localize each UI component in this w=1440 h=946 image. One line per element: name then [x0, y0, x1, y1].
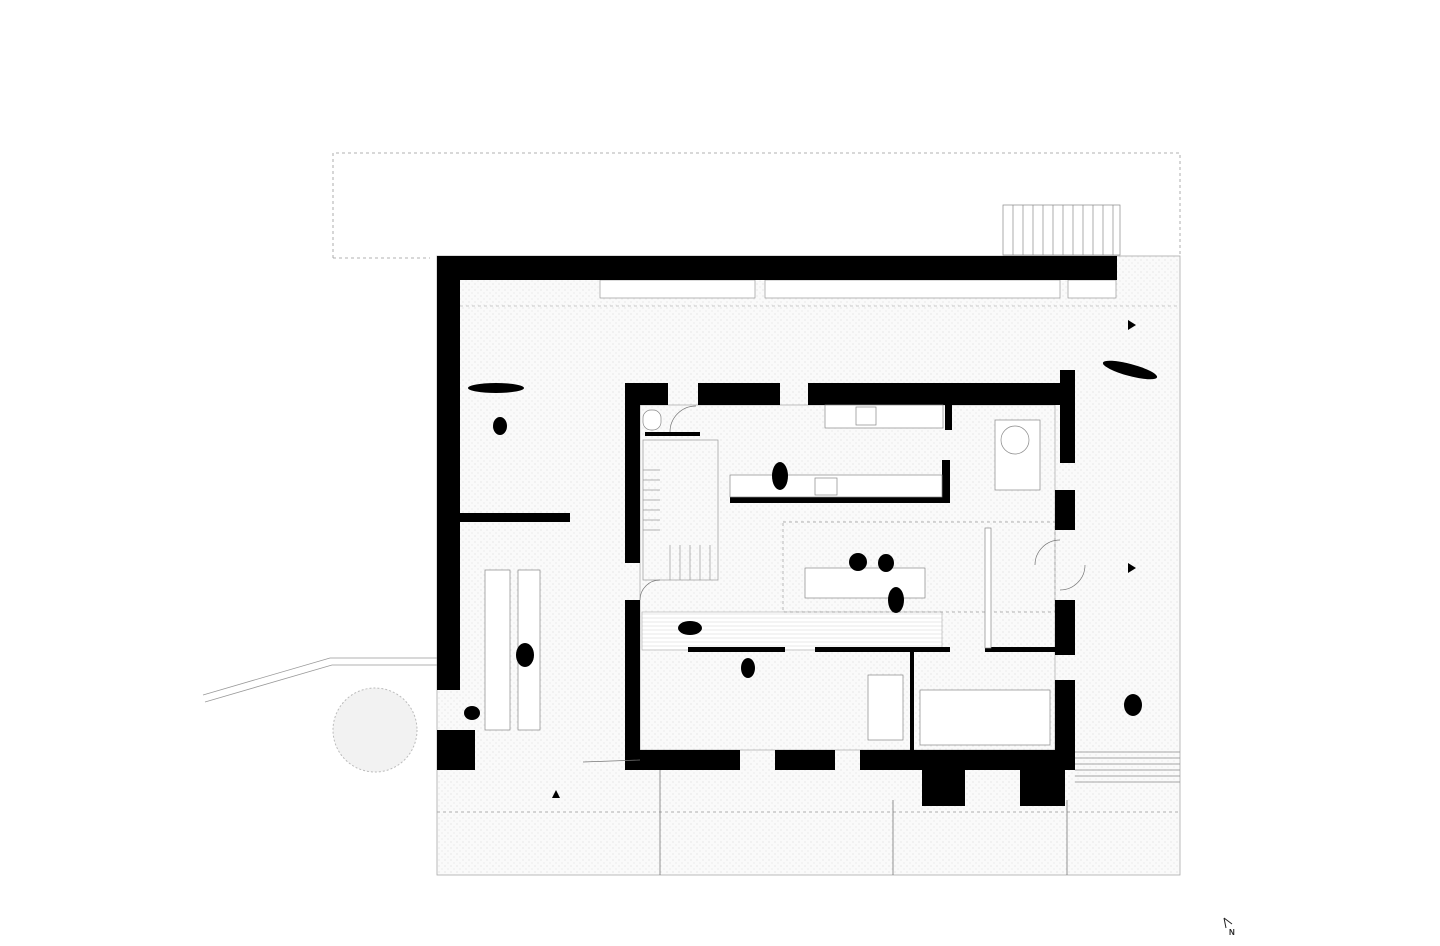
people — [464, 360, 1158, 720]
entrance-marker-icon — [1128, 320, 1136, 330]
furniture — [484, 409, 1051, 746]
tree — [332, 687, 418, 773]
east-steps — [1075, 751, 1180, 783]
entrance-steps — [1002, 204, 1121, 256]
entrance-marker-icon — [552, 790, 560, 798]
ramp-path — [202, 657, 437, 703]
entrance-marker-icon — [1128, 563, 1136, 573]
planters — [599, 279, 1117, 299]
stairs — [642, 439, 719, 581]
doors — [582, 405, 1086, 763]
north-arrow-icon — [1223, 917, 1233, 929]
north-label: N — [1229, 928, 1235, 937]
dining-zone — [782, 521, 1056, 613]
walls — [437, 256, 1117, 806]
